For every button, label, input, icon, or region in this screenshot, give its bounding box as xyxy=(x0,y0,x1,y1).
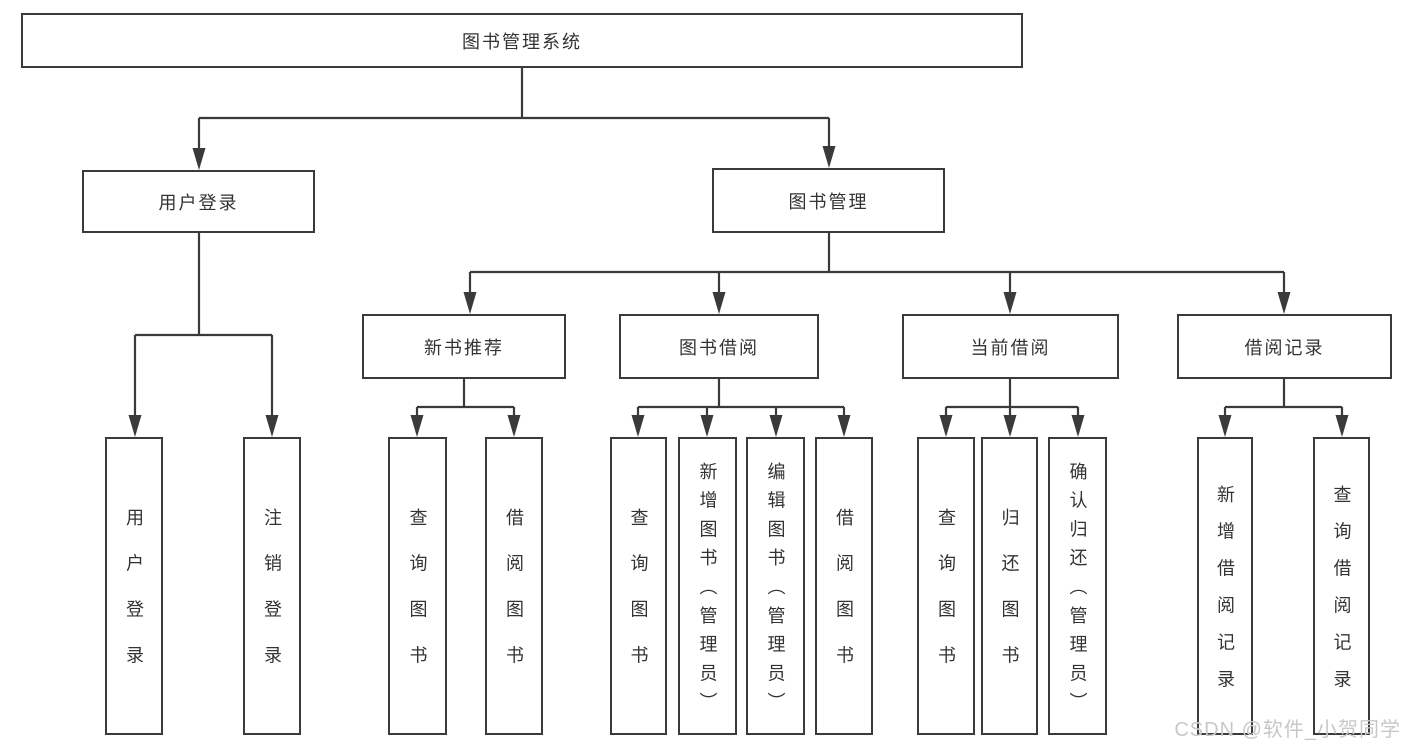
leaf-borrow-books-recommend-label: 借阅图书 xyxy=(504,508,524,692)
node-current-borrowing: 当前借阅 xyxy=(902,314,1119,379)
leaf-query-books-recommend: 查询图书 xyxy=(388,437,447,735)
leaf-query-borrow-record-label: 查询借阅记录 xyxy=(1331,484,1352,707)
leaf-query-books-borrow-label: 查询图书 xyxy=(628,508,649,692)
leaf-edit-book-admin: 编辑图书（管理员） xyxy=(746,437,805,735)
leaf-user-login-label: 用户登录 xyxy=(124,508,144,692)
watermark: CSDN @软件_小贺同学 xyxy=(1174,719,1401,741)
leaf-add-borrow-record: 新增借阅记录 xyxy=(1197,437,1253,735)
node-current-borrowing-label: 当前借阅 xyxy=(970,337,1051,358)
leaf-add-borrow-record-label: 新增借阅记录 xyxy=(1215,484,1235,707)
leaf-query-borrow-record: 查询借阅记录 xyxy=(1313,437,1370,735)
arrowheads xyxy=(128,146,1349,437)
node-borrowing-records: 借阅记录 xyxy=(1177,314,1392,379)
node-book-management: 图书管理 xyxy=(712,168,945,233)
node-root-label: 图书管理系统 xyxy=(462,31,582,52)
node-book-management-label: 图书管理 xyxy=(788,191,869,212)
leaf-logout-label: 注销登录 xyxy=(262,508,282,692)
leaf-borrow-books-label: 借阅图书 xyxy=(834,508,854,692)
leaf-return-book: 归还图书 xyxy=(981,437,1038,735)
node-book-borrowing: 图书借阅 xyxy=(619,314,819,379)
node-user-login: 用户登录 xyxy=(82,170,315,233)
leaf-borrow-books: 借阅图书 xyxy=(815,437,873,735)
node-user-login-label: 用户登录 xyxy=(158,192,239,213)
leaf-query-books-recommend-label: 查询图书 xyxy=(407,508,428,692)
node-root: 图书管理系统 xyxy=(21,13,1023,68)
leaf-query-books-current: 查询图书 xyxy=(917,437,975,735)
leaf-borrow-books-recommend: 借阅图书 xyxy=(485,437,543,735)
leaf-confirm-return-admin-label: 确认归还（管理员） xyxy=(1067,461,1088,721)
leaf-add-book-admin: 新增图书（管理员） xyxy=(678,437,737,735)
leaf-logout: 注销登录 xyxy=(243,437,301,735)
node-new-book-recommend: 新书推荐 xyxy=(362,314,566,379)
node-book-borrowing-label: 图书借阅 xyxy=(679,337,759,358)
node-new-book-recommend-label: 新书推荐 xyxy=(424,337,504,358)
leaf-query-books-borrow: 查询图书 xyxy=(610,437,667,735)
node-borrowing-records-label: 借阅记录 xyxy=(1244,337,1325,358)
leaf-add-book-admin-label: 新增图书（管理员） xyxy=(697,461,718,721)
leaf-edit-book-admin-label: 编辑图书（管理员） xyxy=(765,461,786,721)
leaf-query-books-current-label: 查询图书 xyxy=(936,508,956,692)
leaf-return-book-label: 归还图书 xyxy=(999,508,1020,692)
leaf-confirm-return-admin: 确认归还（管理员） xyxy=(1048,437,1107,735)
leaf-user-login: 用户登录 xyxy=(105,437,163,735)
